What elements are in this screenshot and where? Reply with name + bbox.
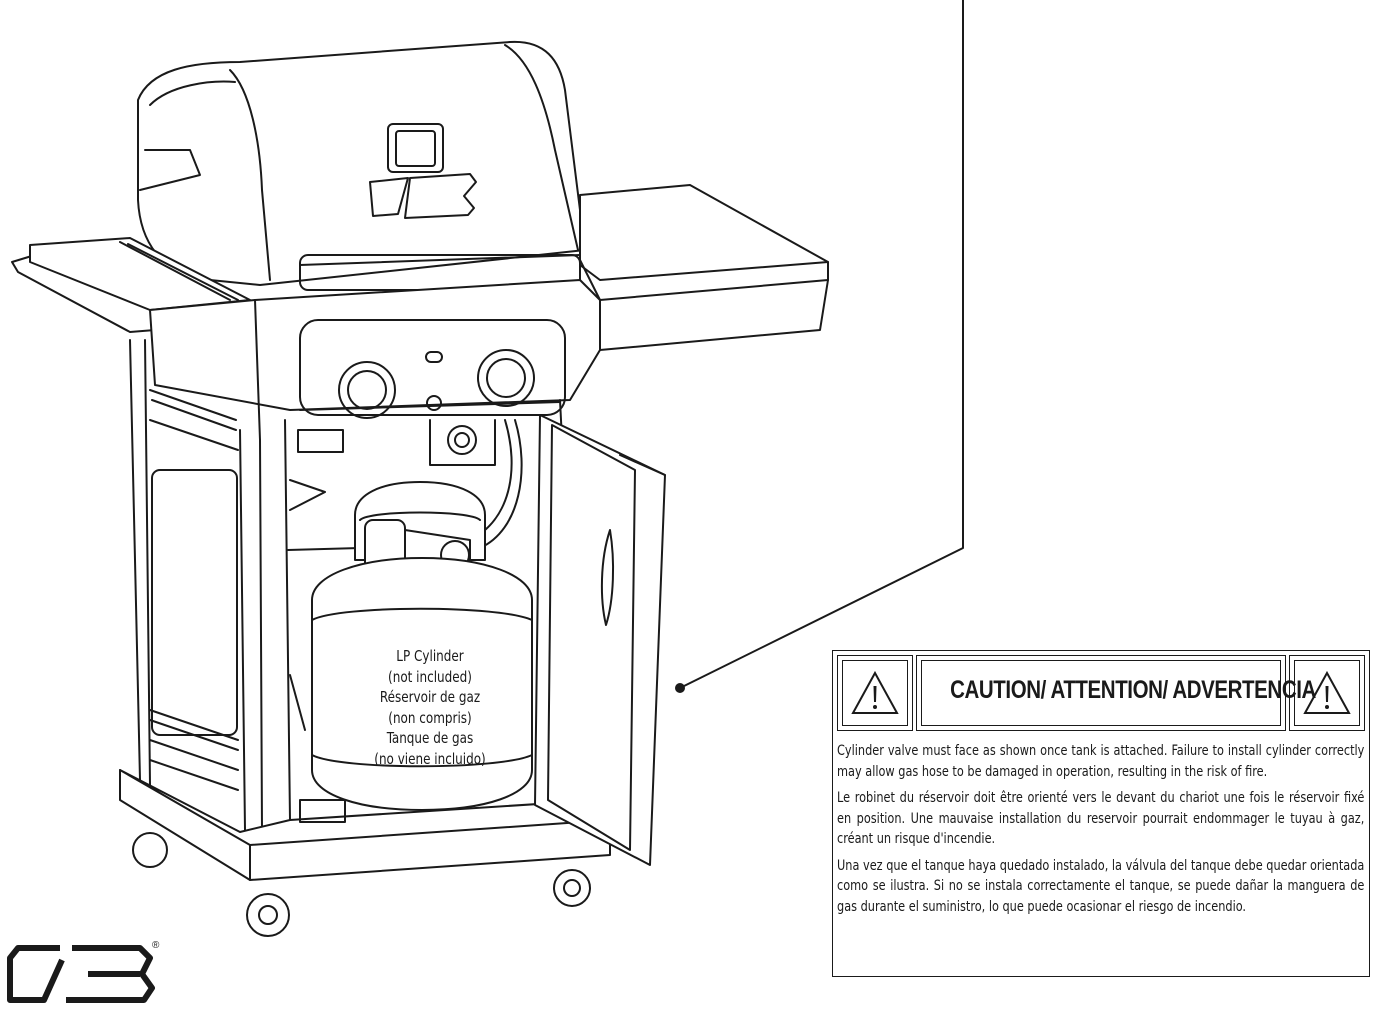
tank-label-line: Tanque de gas <box>386 729 474 747</box>
tank-label-line: (not included) <box>388 667 472 686</box>
tank-label-line: (non compris) <box>388 708 472 727</box>
caution-title: CAUTION/ ATTENTION/ ADVERTENCIA <box>950 676 1316 704</box>
warning-triangle-icon <box>1303 670 1351 714</box>
cabinet-door <box>534 414 666 866</box>
grill-lid <box>137 40 586 291</box>
tank-label-line: Réservoir de gaz <box>379 688 481 706</box>
caution-header: CAUTION/ ATTENTION/ ADVERTENCIA <box>837 655 1365 731</box>
caution-icon-right <box>1289 655 1365 731</box>
leader-line <box>675 0 964 693</box>
tank-label-line: LP Cylinder <box>396 647 464 665</box>
caution-text-french: Le robinet du réservoir doit être orient… <box>837 790 1365 847</box>
lp-cylinder <box>311 481 533 811</box>
warning-triangle-icon <box>851 670 899 714</box>
lp-cylinder-label: LP Cylinder (not included) Réservoir de … <box>330 646 530 769</box>
caution-text-english: Cylinder valve must face as shown once t… <box>837 743 1365 780</box>
tank-label-line: (no viene incluido) <box>374 749 486 768</box>
caution-text-spanish: Una vez que el tanque haya quedado insta… <box>837 857 1365 915</box>
brand-logo <box>7 945 155 1003</box>
caution-icon-left <box>837 655 913 731</box>
right-side-shelf <box>579 184 829 351</box>
caution-body: Cylinder valve must face as shown once t… <box>837 741 1365 923</box>
caution-title-cell: CAUTION/ ATTENTION/ ADVERTENCIA <box>916 655 1316 731</box>
caution-box: CAUTION/ ATTENTION/ ADVERTENCIA Cylinder… <box>832 650 1370 977</box>
grill-cart <box>119 279 611 937</box>
registered-mark: ® <box>152 940 160 951</box>
